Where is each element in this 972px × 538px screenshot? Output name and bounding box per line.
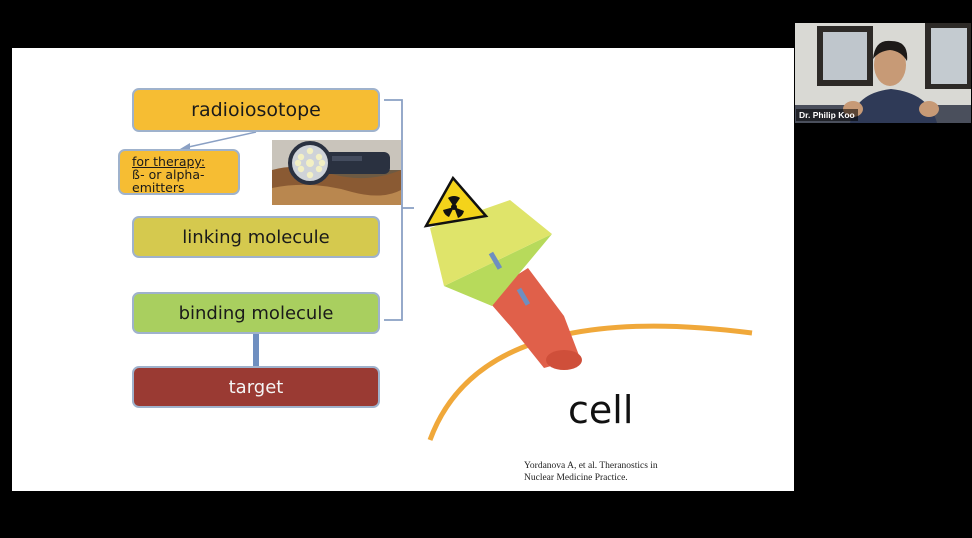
radioisotope-box: radioiosotope <box>132 88 380 132</box>
citation-line-2: Nuclear Medicine Practice. <box>524 473 628 483</box>
therapy-line-2: ß- or alpha- <box>132 167 205 182</box>
bind-target-connector <box>253 334 259 368</box>
radiation-warning-icon <box>423 175 489 228</box>
receptor-shape <box>484 268 582 370</box>
linking-molecule-label: linking molecule <box>182 226 330 248</box>
therapy-box: for therapy: ß- or alpha- emitters <box>118 149 240 195</box>
connector-link-bind <box>488 251 503 270</box>
radioisotope-label: radioiosotope <box>191 99 321 121</box>
flashlight-image <box>272 140 401 205</box>
binding-molecule-box: binding molecule <box>132 292 380 334</box>
therapy-line-3: emitters <box>132 180 185 195</box>
therapy-heading: for therapy: <box>132 154 206 169</box>
target-box: target <box>132 366 380 408</box>
binding-molecule-label: binding molecule <box>178 302 334 324</box>
flashlight-photo <box>272 140 401 205</box>
brace-bracket <box>384 99 403 321</box>
binding-molecule-cone <box>444 234 552 306</box>
speaker-webcam-tile[interactable]: Dr. Philip Koo <box>795 23 971 123</box>
arrow-radioisotope-to-therapy <box>183 131 257 149</box>
radiopharmaceutical-illustration <box>423 175 753 441</box>
citation: Yordanova A, et al. Theranostics in Nucl… <box>524 460 724 484</box>
speaker-video <box>795 23 971 123</box>
presentation-slide: radioiosotope for therapy: ß- or alpha- … <box>12 48 794 491</box>
speaker-name-tag: Dr. Philip Koo <box>796 109 858 121</box>
linking-molecule-box: linking molecule <box>132 216 380 258</box>
cell-label: cell <box>568 388 634 432</box>
connector-bind-receptor <box>516 287 531 306</box>
citation-line-1: Yordanova A, et al. Theranostics in <box>524 461 658 471</box>
target-label: target <box>228 376 284 398</box>
